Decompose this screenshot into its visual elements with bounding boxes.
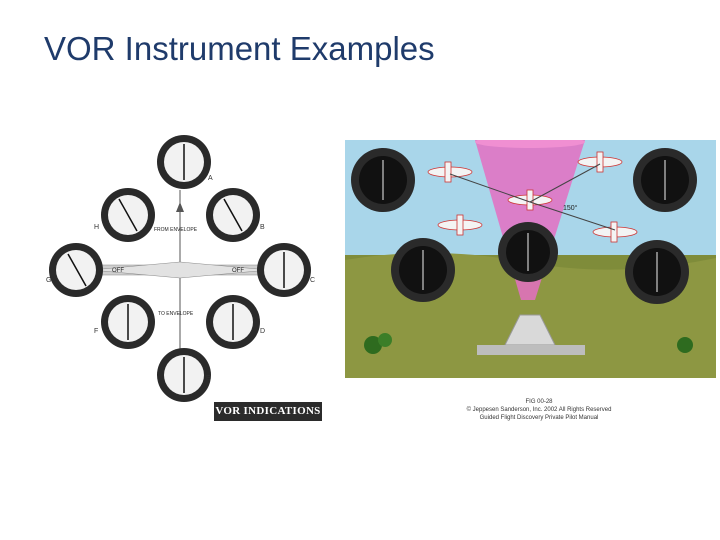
airplane-4 [437,214,483,236]
vor-indications-diagram: A B C D E F G H FROM ENVELOPE TO ENVELOP… [46,135,315,402]
letter-h: H [94,224,99,231]
letter-b: B [260,224,265,231]
airplane-1 [427,161,473,183]
letter-c: C [310,277,315,284]
letter-e: E [206,375,211,382]
off-left-label: OFF [112,268,124,274]
letter-d: D [260,328,265,335]
scene-instrument-4 [498,222,558,282]
letter-a: A [208,175,213,182]
airplane-3 [507,189,553,211]
caption-copyright: © Jeppesen Sanderson, Inc. 2002 All Righ… [466,407,612,413]
caption-figure-number: FIG 00-28 [525,399,553,405]
slide-title: VOR Instrument Examples [44,30,435,67]
instrument-lower-right [206,295,260,349]
instrument-left [49,243,103,297]
vor-indications-banner: VOR INDICATIONS [214,402,322,421]
bearing-label: 150° [563,204,578,212]
caption-source: Guided Flight Discovery Private Pilot Ma… [479,415,599,421]
scene-instrument-1 [351,148,415,212]
instrument-top [157,135,211,189]
instrument-upper-right [206,188,260,242]
scene-instrument-2 [633,148,697,212]
scene-instrument-5 [625,240,689,304]
letter-g: G [46,277,51,284]
from-envelope-label: FROM ENVELOPE [154,227,198,233]
to-envelope-label: TO ENVELOPE [158,311,194,317]
instrument-bottom [157,348,211,402]
instrument-right [257,243,311,297]
airplane-2 [577,151,623,173]
letter-f: F [94,328,98,335]
off-right-label: OFF [232,268,244,274]
instrument-lower-left [101,295,155,349]
instrument-upper-left [101,188,155,242]
vor-station-illustration: 150° [345,140,716,378]
scene-instrument-3 [391,238,455,302]
figure-caption: FIG 00-28 © Jeppesen Sanderson, Inc. 200… [424,398,654,422]
airplane-5 [592,221,638,243]
